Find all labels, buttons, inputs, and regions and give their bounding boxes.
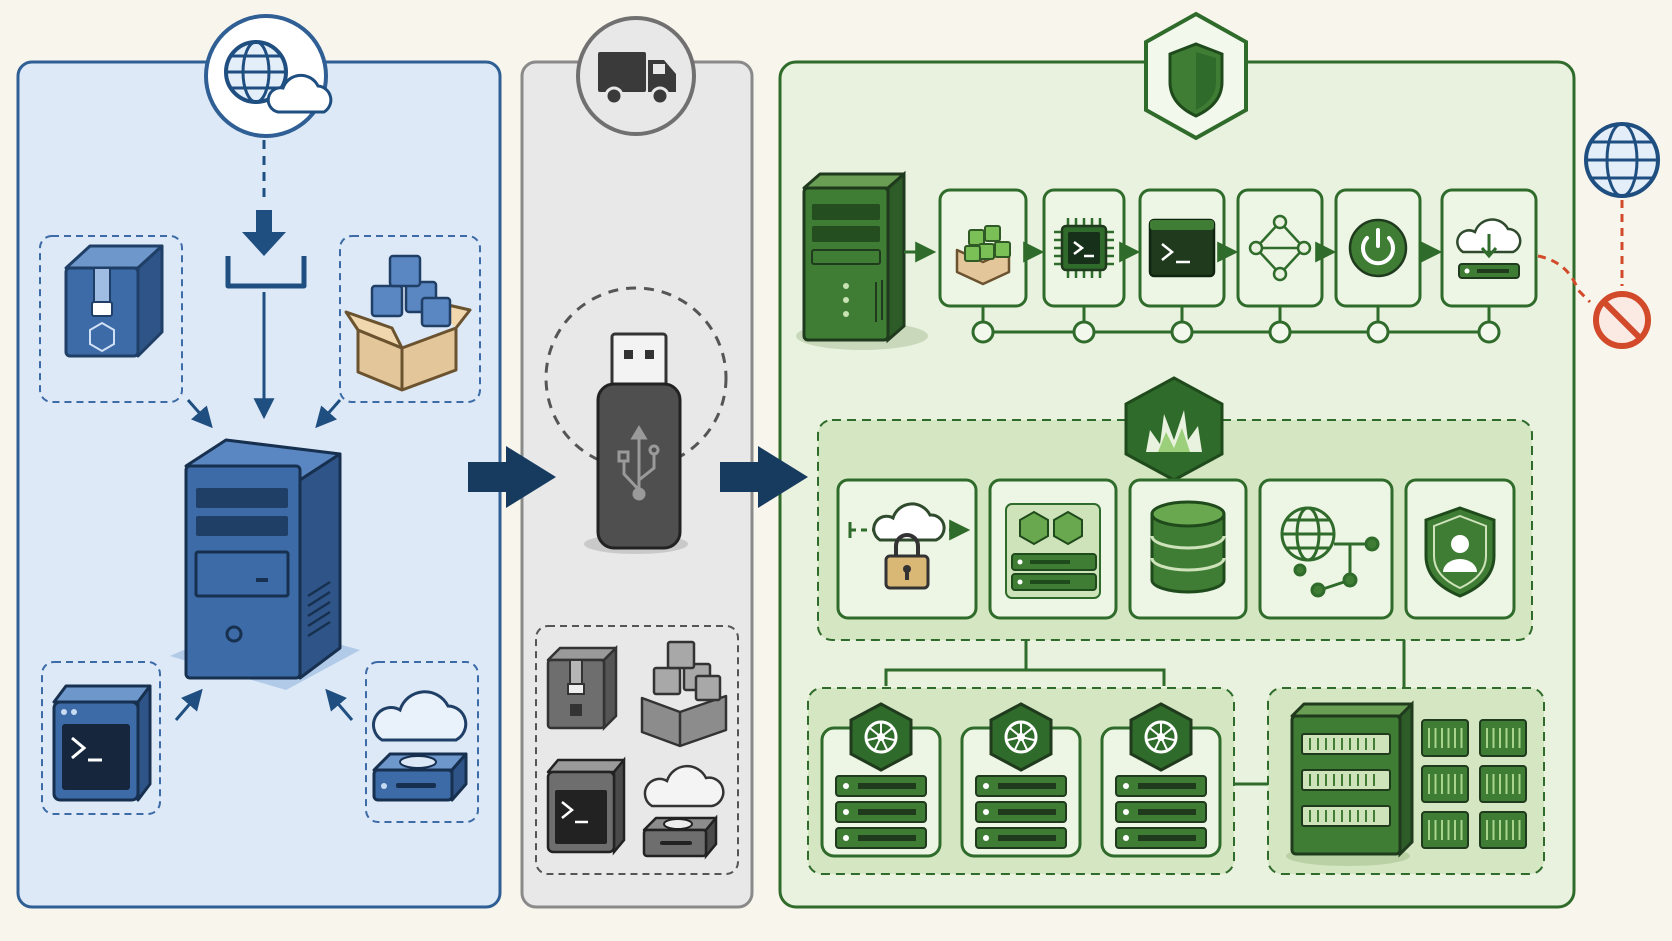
service-registry (988, 478, 1118, 620)
cluster-node (1100, 702, 1222, 858)
kubernetes-helm-icon (849, 702, 913, 772)
terminal-tool-icon (546, 756, 626, 856)
pipeline-step (1042, 188, 1126, 308)
install-pipeline (938, 188, 1538, 344)
images-to-workstation-arrow (315, 399, 342, 429)
source-cloud-storage (365, 661, 479, 823)
network-graph-step-icon (1248, 214, 1312, 282)
container-images-icon (640, 640, 728, 748)
service-network-mesh (1258, 478, 1394, 620)
pipeline-step (1440, 188, 1538, 308)
cloud-storage-icon (372, 690, 468, 802)
kubernetes-helm-icon (1129, 702, 1193, 772)
identity-shield-icon (1424, 506, 1496, 598)
transfer-bundle (535, 625, 739, 875)
source-terminal-tool (41, 661, 161, 815)
service-secure-proxy (836, 478, 978, 620)
power-step-icon (1348, 218, 1408, 278)
pipeline-node (1477, 320, 1501, 344)
storage-module (1421, 811, 1469, 849)
usb-drive-icon (544, 286, 728, 554)
storage-module (1421, 765, 1469, 803)
network-mesh-icon (1280, 506, 1380, 598)
cloud-to-workstation-arrow (325, 688, 354, 721)
download-tray-icon (225, 210, 307, 289)
package-to-workstation-arrow (186, 399, 213, 429)
source-package-box (39, 235, 183, 403)
pipeline-node (1170, 320, 1194, 344)
storage-rack-icon (1286, 700, 1414, 866)
pipeline-step (1334, 188, 1422, 308)
registry-icon (1005, 503, 1101, 599)
pipeline-node (1072, 320, 1096, 344)
pipeline-node (1366, 320, 1390, 344)
pipeline-step (1138, 188, 1226, 308)
pipeline-step (1236, 188, 1324, 308)
service-connectors (884, 640, 1406, 786)
transfer-out-arrow (468, 446, 556, 508)
cloud-storage-icon (642, 764, 725, 860)
server-tower-icon (170, 438, 360, 690)
storage-group (1267, 687, 1545, 875)
storage-module (1479, 719, 1527, 757)
globe-icon (1584, 122, 1660, 198)
transfer-in-arrow (720, 446, 808, 508)
container-images-icon (344, 254, 472, 392)
globe-cloud-icon (204, 14, 333, 138)
pipeline-node (1268, 320, 1292, 344)
console-step-icon (1148, 218, 1216, 278)
package-box-icon (546, 644, 618, 732)
blocked-icon (1593, 291, 1651, 349)
compute-cluster-group (807, 687, 1235, 875)
server-tower-icon (796, 170, 928, 350)
package-box-icon (64, 244, 164, 358)
cluster-node (820, 702, 942, 858)
pipeline-node (971, 320, 995, 344)
cpu-terminal-step-icon (1054, 218, 1114, 278)
delivery-truck-icon (576, 16, 696, 136)
shield-icon (1144, 11, 1248, 141)
cloud-download-step-icon (1456, 218, 1522, 279)
source-container-images (339, 235, 481, 403)
secure-proxy-icon (848, 502, 971, 590)
terminal-to-workstation-arrow (174, 688, 203, 721)
service-database (1128, 478, 1248, 620)
storage-module (1479, 765, 1527, 803)
kubernetes-helm-icon (989, 702, 1053, 772)
database-icon (1150, 500, 1226, 594)
egress-link-dashed (1537, 254, 1592, 304)
pipeline-step (938, 188, 1028, 308)
cluster-node (960, 702, 1082, 858)
service-identity (1404, 478, 1516, 620)
storage-module (1479, 811, 1527, 849)
platform-services-group (817, 376, 1533, 641)
storage-module (1421, 719, 1469, 757)
terminal-tool-icon (52, 684, 152, 802)
packages-step-icon (955, 225, 1011, 286)
